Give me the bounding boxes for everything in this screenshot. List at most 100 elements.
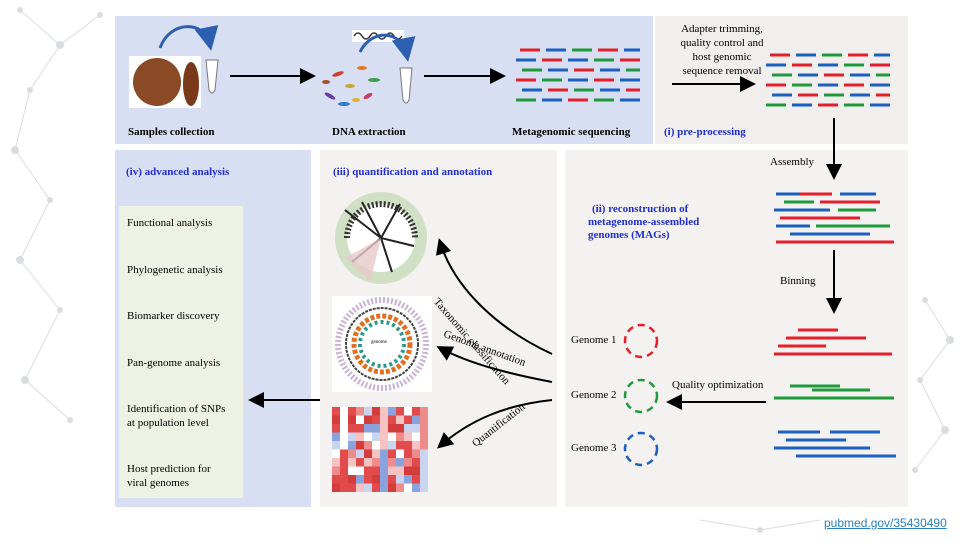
heatmap-cell <box>404 432 412 441</box>
item-host-line1: Host prediction for <box>127 463 211 475</box>
heatmap-cell <box>388 424 396 433</box>
heatmap-cell <box>404 407 412 416</box>
heatmap-cell <box>356 432 364 441</box>
quality-label: Quality optimization <box>672 379 764 391</box>
heatmap-cell <box>396 441 404 450</box>
pubmed-link[interactable]: pubmed.gov/35430490 <box>824 516 947 530</box>
heatmap-cell <box>340 458 348 467</box>
samples-label: Samples collection <box>128 126 215 138</box>
heatmap-cell <box>420 475 428 484</box>
heatmap-cell <box>372 466 380 475</box>
heatmap-cell <box>420 466 428 475</box>
heatmap-cell <box>332 458 340 467</box>
tube-icon <box>399 67 413 104</box>
heatmap-cell <box>396 407 404 416</box>
heatmap-cell <box>332 407 340 416</box>
heatmap-cell <box>372 407 380 416</box>
heatmap-cell <box>340 466 348 475</box>
heatmap-cell <box>396 475 404 484</box>
heatmap-cell <box>356 466 364 475</box>
heatmap-cell <box>364 458 372 467</box>
recon-title-line: genomes (MAGs) <box>588 229 670 241</box>
heatmap-cell <box>420 432 428 441</box>
cell-particles <box>322 66 380 106</box>
heatmap-cell <box>364 449 372 458</box>
heatmap-cell <box>348 415 356 424</box>
pre-desc-line: quality control and <box>680 37 764 49</box>
heatmap-cell <box>372 432 380 441</box>
heatmap-cell <box>348 441 356 450</box>
heatmap-cell <box>348 449 356 458</box>
heatmap-cell <box>420 441 428 450</box>
heatmap-cell <box>396 466 404 475</box>
heatmap-cell <box>412 415 420 424</box>
sequencing-label: Metagenomic sequencing <box>512 126 631 138</box>
heatmap-cell <box>372 441 380 450</box>
item-pangenome: Pan-genome analysis <box>127 357 221 369</box>
heatmap-cell <box>332 466 340 475</box>
heatmap-cell <box>332 432 340 441</box>
pre-desc-line: Adapter trimming, <box>681 23 763 35</box>
heatmap-cell <box>388 407 396 416</box>
panel-preprocessing <box>655 16 908 144</box>
item-functional: Functional analysis <box>127 217 213 229</box>
heatmap-cell <box>412 475 420 484</box>
heatmap-cell <box>332 415 340 424</box>
heatmap-cell <box>412 466 420 475</box>
heatmap-cell <box>412 407 420 416</box>
soil-sample-image <box>129 56 201 108</box>
item-snps-line2: at population level <box>127 417 209 429</box>
heatmap-cell <box>348 407 356 416</box>
genome-1-label: Genome 1 <box>571 334 617 346</box>
heatmap-cell <box>420 483 428 492</box>
heatmap-cell <box>332 449 340 458</box>
heatmap-cell <box>356 475 364 484</box>
advanced-analysis-list: Functional analysis Phylogenetic analysi… <box>119 206 243 498</box>
heatmap-image <box>332 407 428 492</box>
heatmap-cell <box>364 466 372 475</box>
heatmap-cell <box>380 441 388 450</box>
genome-3-label: Genome 3 <box>571 442 617 454</box>
heatmap-cell <box>404 475 412 484</box>
preprocessing-title: (i) pre-processing <box>664 126 746 138</box>
heatmap-cell <box>412 483 420 492</box>
heatmap-cell <box>380 407 388 416</box>
heatmap-cell <box>356 407 364 416</box>
curved-arrow-icon <box>158 24 219 51</box>
heatmap-cell <box>372 449 380 458</box>
heatmap-cell <box>364 441 372 450</box>
heatmap-cell <box>332 424 340 433</box>
sequencing-reads <box>516 48 640 102</box>
heatmap-cell <box>388 432 396 441</box>
heatmap-cell <box>412 441 420 450</box>
heatmap-cell <box>348 458 356 467</box>
heatmap-cell <box>332 475 340 484</box>
heatmap-cell <box>396 458 404 467</box>
quantification-arrow <box>436 399 553 449</box>
heatmap-cell <box>396 432 404 441</box>
heatmap-cell <box>340 415 348 424</box>
heatmap-cell <box>364 483 372 492</box>
genome-2-label: Genome 2 <box>571 389 617 401</box>
assembled-contigs <box>774 192 894 244</box>
heatmap-cell <box>356 458 364 467</box>
heatmap-cell <box>420 407 428 416</box>
heatmap-cell <box>396 424 404 433</box>
heatmap-cell <box>380 432 388 441</box>
heatmap-cell <box>388 415 396 424</box>
pre-desc-line: host genomic <box>692 51 752 63</box>
pre-desc-line: sequence removal <box>682 65 762 77</box>
heatmap-cell <box>420 449 428 458</box>
heatmap-cell <box>364 424 372 433</box>
heatmap-cell <box>404 441 412 450</box>
heatmap-cell <box>364 407 372 416</box>
genome-2-circle <box>623 378 659 414</box>
heatmap-cell <box>348 466 356 475</box>
heatmap-cell <box>348 424 356 433</box>
heatmap-cell <box>356 449 364 458</box>
heatmap-cell <box>396 415 404 424</box>
cleaned-reads <box>766 53 890 107</box>
heatmap-cell <box>404 458 412 467</box>
heatmap-cell <box>404 424 412 433</box>
